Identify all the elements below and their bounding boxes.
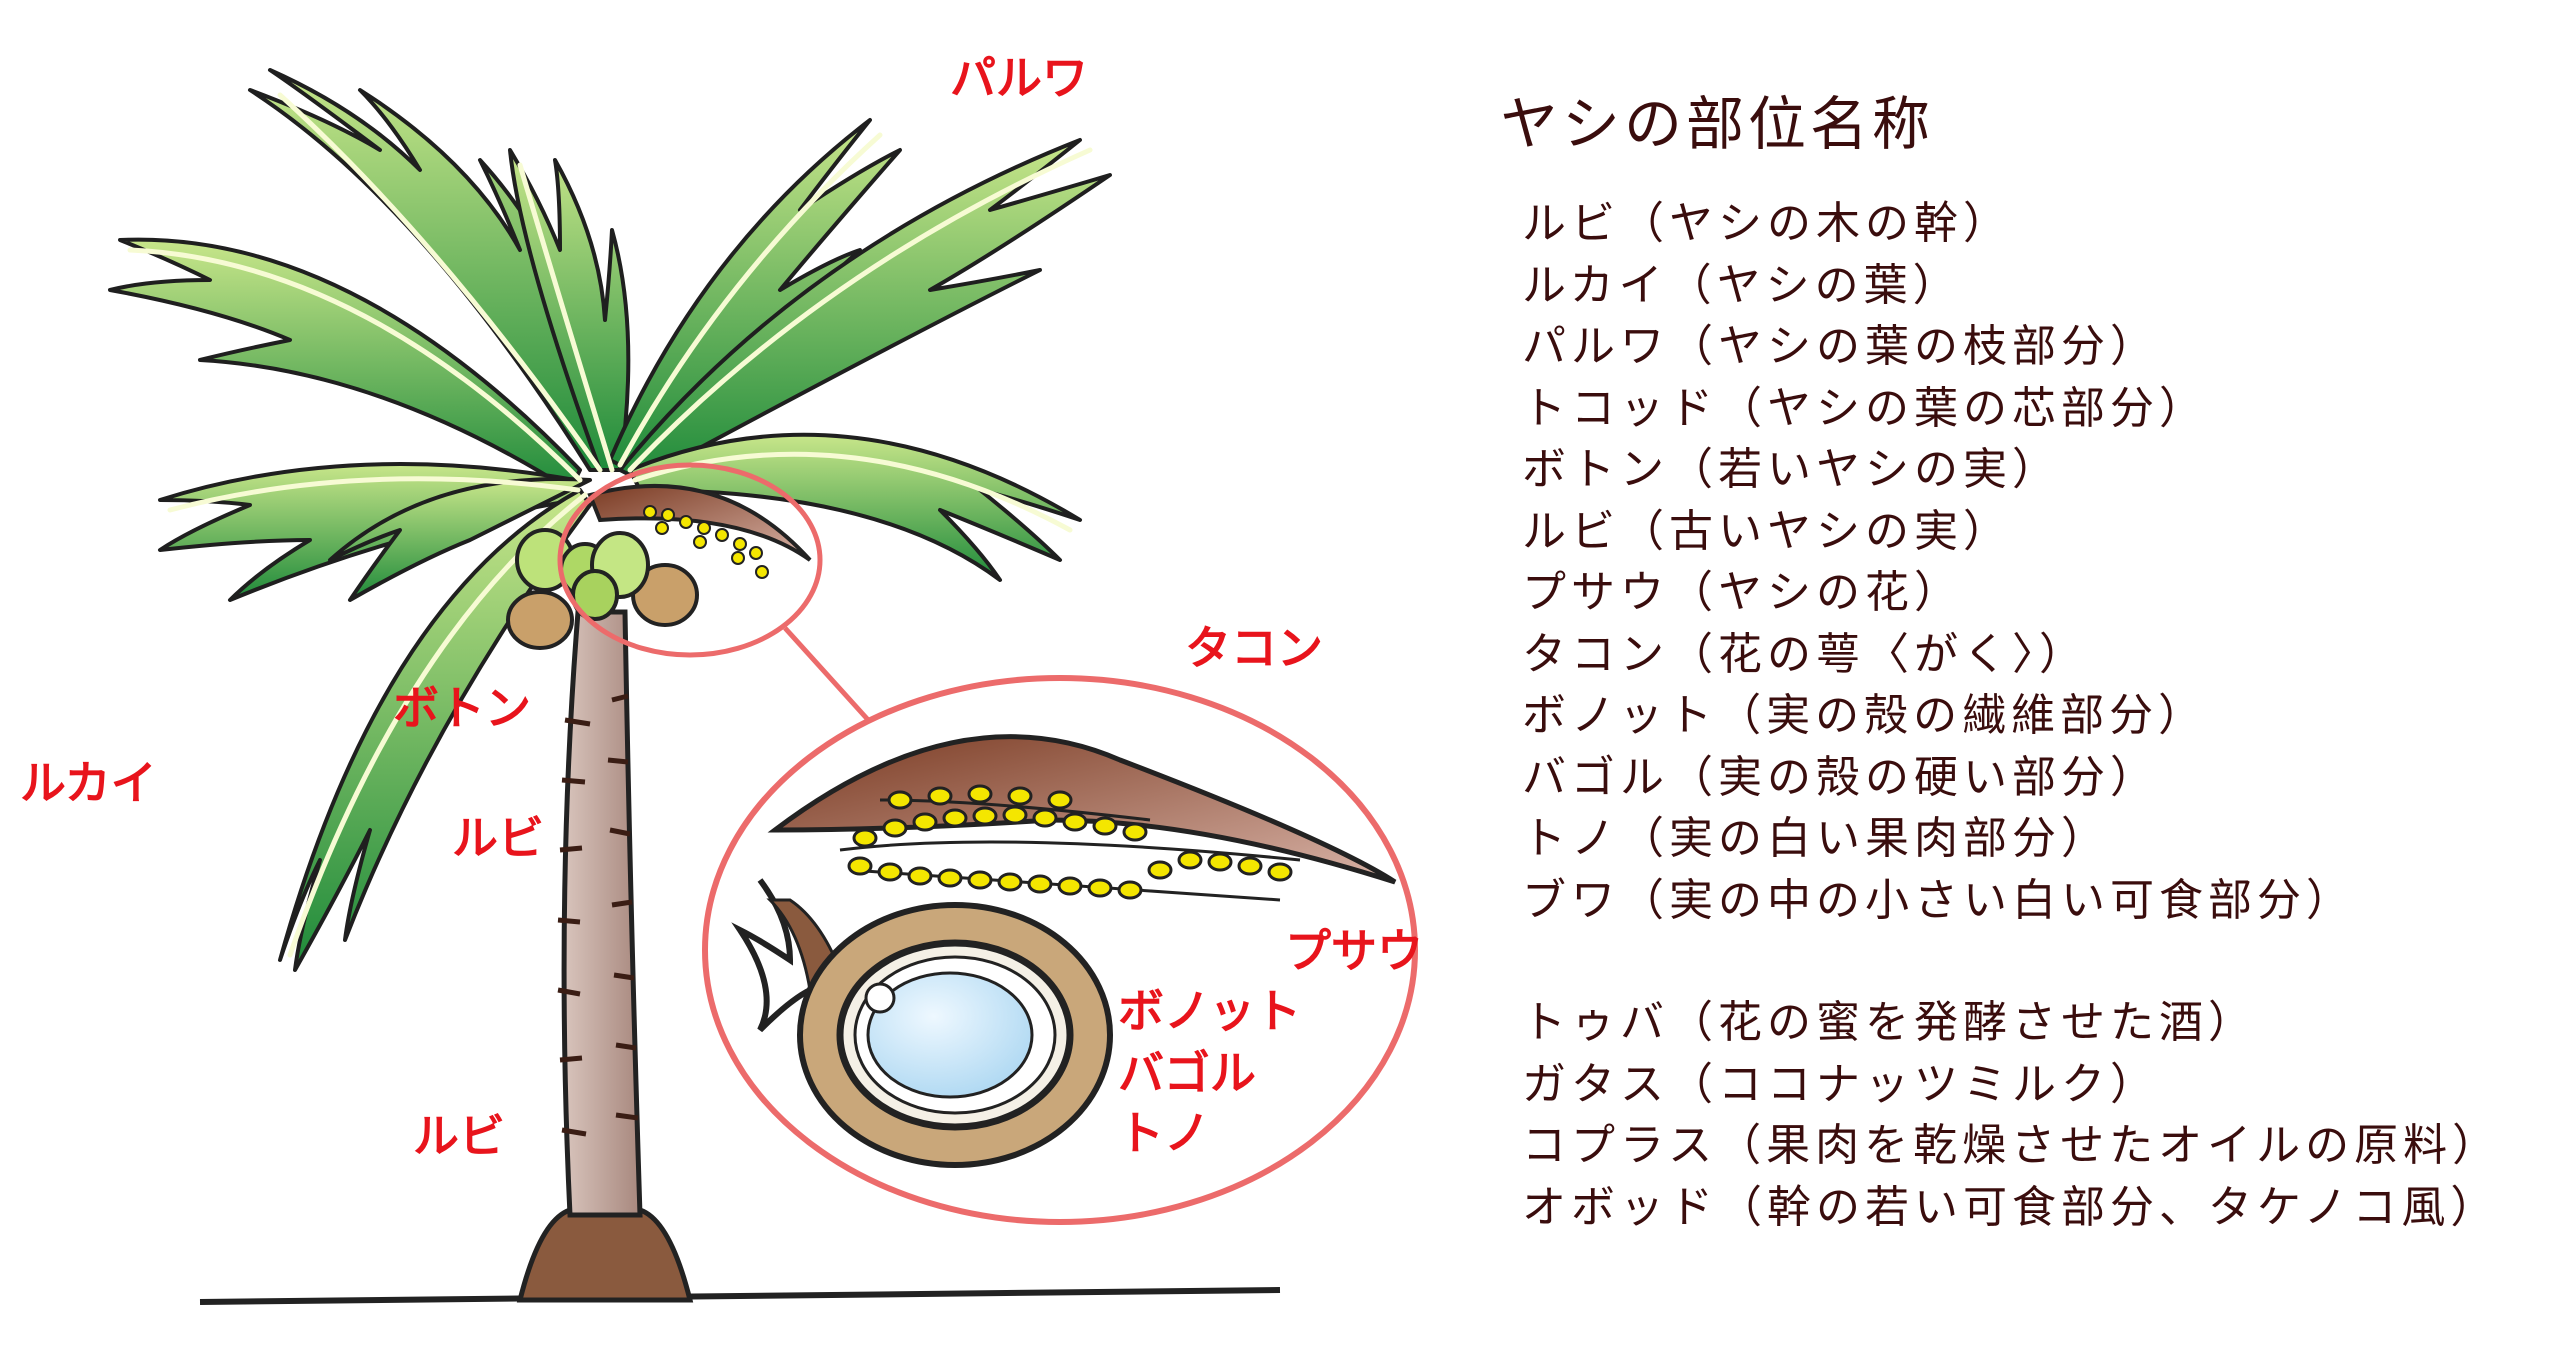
trunk [561, 609, 643, 1218]
trunk-roots [516, 1207, 694, 1303]
label-takon: タコン [1185, 621, 1323, 675]
palm-leaves [108, 68, 1112, 972]
legend-item: ルカイ（ヤシの葉） [1522, 259, 1962, 311]
legend: ヤシの部位名称 ルビ（ヤシの木の幹） ルカイ（ヤシの葉） パルワ（ヤシの葉の枝部… [1500, 95, 2560, 1238]
leaf [108, 237, 582, 492]
label-tono: トノ [1118, 1106, 1210, 1160]
legend-item: タコン（花の萼〈がく〉） [1522, 628, 2088, 680]
legend-item: ブワ（実の中の小さい白い可食部分） [1522, 874, 2355, 926]
legend-item: ボノット（実の殻の繊維部分） [1522, 690, 2208, 741]
legend-item: バゴル（実の殻の硬い部分） [1522, 751, 2159, 803]
label-boton: ボトン [393, 681, 531, 735]
zoom-ring-small [557, 462, 823, 658]
legend-item: ガタス（ココナッツミルク） [1522, 1058, 2159, 1110]
label-rukai: ルカイ [20, 756, 157, 810]
legend-item: トノ（実の白い果肉部分） [1522, 813, 2110, 864]
label-rubi-lower: ルビ [413, 1109, 505, 1163]
label-pusau: プサウ [1285, 924, 1423, 978]
label-paruwa: パルワ [950, 51, 1088, 105]
label-bagoru: バゴル [1118, 1046, 1256, 1100]
legend-item: プサウ（ヤシの花） [1522, 567, 1963, 618]
legend-item: ボトン（若いヤシの実） [1522, 444, 2061, 495]
legend-products-list: トゥバ（花の蜜を発酵させた酒） ガタス（ココナッツミルク） コプラス（果肉を乾燥… [1522, 992, 2560, 1238]
label-rubi-upper: ルビ [452, 811, 544, 865]
legend-item: オボッド（幹の若い可食部分、タケノコ風） [1522, 1181, 2500, 1233]
leaf-midribs [127, 92, 1093, 958]
flower-buds [847, 784, 1293, 900]
trunk-rings [557, 693, 639, 1137]
legend-item: ルビ（古いヤシの実） [1522, 505, 2012, 557]
zoom-ring-large [702, 675, 1418, 1225]
legend-item: トコッド（ヤシの葉の芯部分） [1522, 382, 2208, 434]
coconuts-on-tree [506, 528, 699, 650]
legend-title: ヤシの部位名称 [1500, 90, 1935, 158]
leaf [618, 138, 1112, 482]
zoom-connector [783, 626, 872, 724]
legend-item: コプラス（果肉を乾燥させたオイルの原料） [1522, 1120, 2502, 1171]
leaf [328, 477, 592, 602]
flowers-on-tree [643, 505, 769, 579]
stem-magnified [731, 878, 812, 1033]
coconut-embryo [864, 982, 896, 1014]
label-bonotto: ボノット [1118, 984, 1302, 1038]
legend-gap [1500, 931, 2560, 992]
legend-item: トゥバ（花の蜜を発酵させた酒） [1522, 997, 2257, 1048]
legend-item: パルワ（ヤシの葉の枝部分） [1522, 321, 2159, 372]
legend-parts-list: ルビ（ヤシの木の幹） ルカイ（ヤシの葉） パルワ（ヤシの葉の枝部分） トコッド（… [1522, 193, 2560, 931]
coconut-water [866, 971, 1034, 1099]
ground-line [199, 1287, 1281, 1305]
legend-item: ルビ（ヤシの木の幹） [1522, 198, 2012, 249]
calyx-magnified [767, 734, 1397, 885]
